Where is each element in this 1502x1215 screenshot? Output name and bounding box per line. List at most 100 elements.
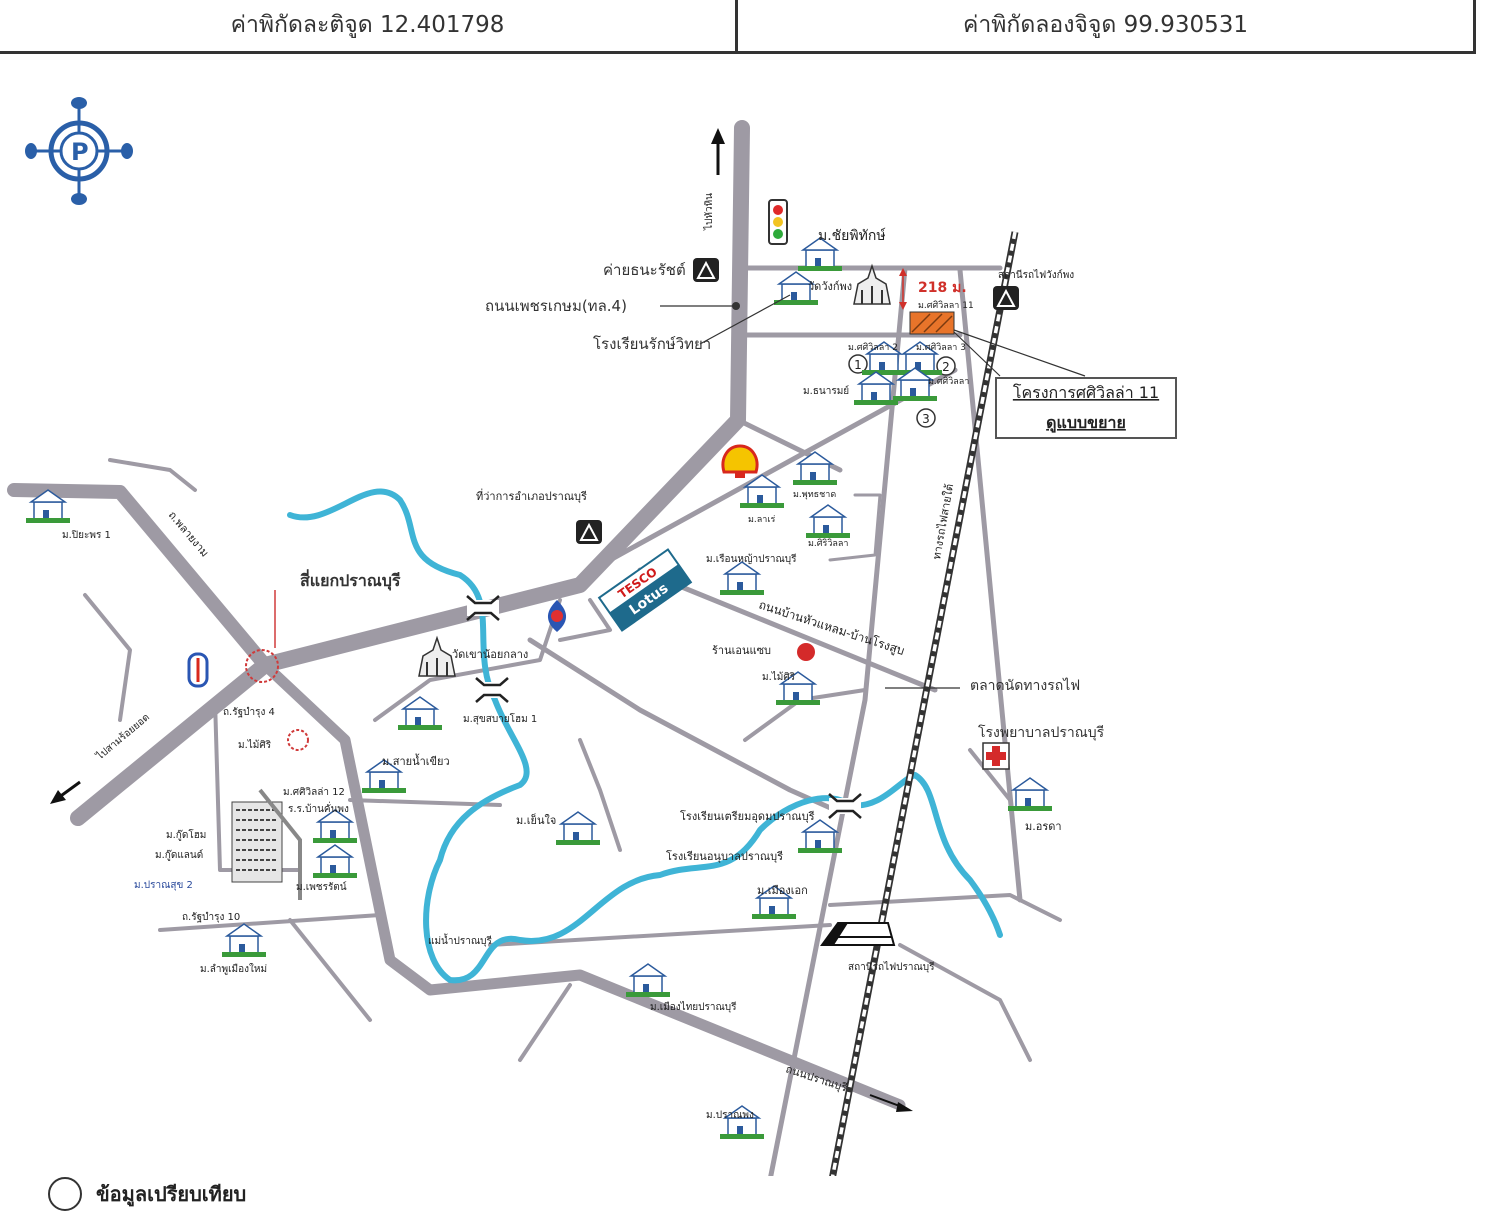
road-pran-1 — [527, 637, 838, 813]
road-mid-3 — [578, 738, 622, 852]
label-sri-villa-4: ม.ศศิวิลลา — [928, 376, 969, 387]
southeast-arrow-icon — [869, 1094, 913, 1112]
label-petchkasem-road: ถนนเพชรเกษม(ทล.4) — [485, 297, 627, 315]
house-icon — [221, 923, 267, 958]
label-sriwila: ม.ศิริวิลลา — [808, 538, 848, 549]
svg-text:3: 3 — [922, 412, 930, 426]
label-pran-pong: ม.ปราณพง — [706, 1110, 754, 1121]
house-icon — [739, 474, 785, 509]
longitude-cell: ค่าพิกัดลองจิจูด 99.930531 — [962, 12, 1249, 38]
label-muang-ek: ม.เมืองเอก — [757, 884, 808, 897]
house-icon — [397, 696, 443, 731]
house-icon — [1007, 777, 1053, 812]
label-sri-villa-top: ม.ศศิวิลลา 11 — [918, 300, 974, 311]
house-icon — [625, 963, 671, 998]
label-distance: 218 ม. — [918, 280, 967, 296]
road-vertical-east — [768, 265, 908, 1176]
gas-station-icon — [187, 652, 209, 688]
road-west-grid-5 — [288, 918, 372, 1022]
camp-icon — [692, 257, 720, 283]
label-chaiyaphat: ม.ชัยพิทักษ์ — [818, 227, 886, 244]
label-orada: ม.อรดา — [1025, 820, 1062, 833]
pranburi-river — [287, 488, 1003, 984]
label-goodland: ม.กู๊ดแลนด์ — [155, 849, 203, 861]
label-rueang: ม.เรือนหญ้าปราณบุรี — [706, 553, 797, 565]
hospital-icon — [982, 742, 1010, 770]
label-camp-north: ค่ายธนะรัชต์ — [603, 261, 686, 279]
house-icon — [312, 844, 358, 879]
train-icon — [820, 922, 896, 946]
road-mid-2 — [348, 798, 502, 807]
svg-text:2: 2 — [942, 360, 950, 374]
project-subtitle: ดูแบบขยาย — [1046, 413, 1126, 434]
road-west-grid-2 — [83, 593, 132, 722]
ptt-icon — [547, 600, 567, 632]
map-legend: ข้อมูลเปรียบเทียบ — [48, 1176, 246, 1212]
road-south-east-2 — [898, 943, 1032, 1062]
label-station-pran: สถานีรถไฟปราณบุรี — [848, 961, 935, 973]
label-sri2: ม.ศศิวิลลา 2 — [848, 342, 898, 353]
road-hua-hin — [637, 567, 938, 693]
road-east-hospital — [957, 267, 1023, 903]
label-phuttachat: ม.พุทธชาด — [793, 490, 836, 500]
svg-text:1: 1 — [854, 358, 862, 372]
compass-icon: P — [25, 97, 133, 205]
subdivision-block — [231, 788, 302, 900]
label-shop: ร้านเอนแซบ — [712, 644, 771, 657]
coordinates-header: ค่าพิกัดละติจูด 12.401798 ค่าพิกัดลองจิจ… — [0, 0, 1476, 54]
label-market: ตลาดนัดทางรถไฟ — [970, 677, 1080, 694]
road-west-grid-4 — [158, 913, 382, 932]
house-icon — [805, 504, 851, 539]
label-hospital: โรงพยาบาลปราณบุรี — [978, 724, 1105, 741]
label-petchrathin: ม.เพชรรัตน์ — [296, 881, 347, 893]
temple-icon — [418, 637, 456, 677]
comparison-marker-3: 3 — [916, 408, 936, 428]
label-school-rak: โรงเรียนรักษ์วิทยา — [593, 335, 711, 353]
label-sai-nam: ม.สายน้ำเขียว — [382, 753, 450, 768]
label-station-north: สถานีรถไฟวังก์พง — [998, 269, 1074, 281]
label-yen-jai: ม.เย็นใจ — [516, 813, 556, 827]
label-school-pran: โรงเรียนเตรียมอุดมปราณบุรี — [680, 809, 815, 823]
north-arrow-icon — [711, 128, 725, 175]
label-rath10: ถ.รัฐบำรุง 10 — [182, 912, 240, 923]
label-district-office: ที่ว่าการอำเภอปราณบุรี — [476, 488, 587, 503]
label-kool: ม.กู๊ดโฮม — [166, 828, 206, 841]
intersection-marker — [287, 729, 309, 751]
road-west-grid-1 — [108, 458, 197, 492]
label-sri12: ม.ศศิวิลล่า 12 — [283, 787, 345, 798]
project-title: โครงการศศิวิลล่า 11 — [1013, 383, 1159, 402]
label-hua-hin-dir: ไปหัวหิน — [703, 193, 715, 231]
label-pransuk: ม.ปราณสุข 2 — [134, 880, 193, 891]
label-wat-khao: วัดเขาน้อยกลาง — [452, 648, 528, 661]
location-map: P — [7, 97, 1177, 1176]
label-muang-thai: ม.เมืองไทยปราณบุรี — [650, 1001, 737, 1013]
project-callout-box[interactable] — [995, 377, 1177, 439]
house-icon — [555, 811, 601, 846]
intersection-marker — [245, 649, 279, 683]
temple-icon — [853, 265, 891, 305]
road-south-east-1 — [828, 893, 1062, 922]
shop-icon — [797, 643, 815, 661]
label-sri3: ม.ศศิวิลลา 3 — [916, 342, 966, 353]
label-wat-wang: วัดวังก์พง — [808, 280, 852, 293]
label-lamphu: ม.ลำพูเมืองใหม่ — [200, 963, 267, 975]
road-mid-4 — [558, 598, 612, 642]
label-sianyak: สี่แยกปราณบุรี — [300, 569, 401, 591]
comparison-marker-1: 1 — [848, 354, 868, 374]
house-icon — [797, 819, 843, 854]
label-rabiang: ร.ร.บ้านคั่นพง — [288, 801, 349, 815]
road-south-2 — [518, 983, 572, 1062]
traffic-light-icon — [768, 199, 788, 245]
comparison-circle-icon — [48, 1177, 82, 1211]
house-icon — [719, 561, 765, 596]
label-piyaporn: ม.ปิยะพร 1 — [62, 530, 111, 541]
camp-icon — [575, 519, 603, 545]
label-school-pran2: โรงเรียนอนุบาลปราณบุรี — [666, 849, 783, 863]
label-nam-pran: แม่น้ำปราณบุรี — [428, 933, 492, 947]
label-srirua: ถ.รัฐบำรุง 4 — [223, 707, 275, 718]
camp-icon — [992, 285, 1020, 311]
road-tesco-loop — [828, 493, 882, 562]
legend-label: ข้อมูลเปรียบเทียบ — [96, 1182, 247, 1206]
road-east-small — [968, 748, 1012, 802]
shell-icon — [721, 444, 759, 478]
